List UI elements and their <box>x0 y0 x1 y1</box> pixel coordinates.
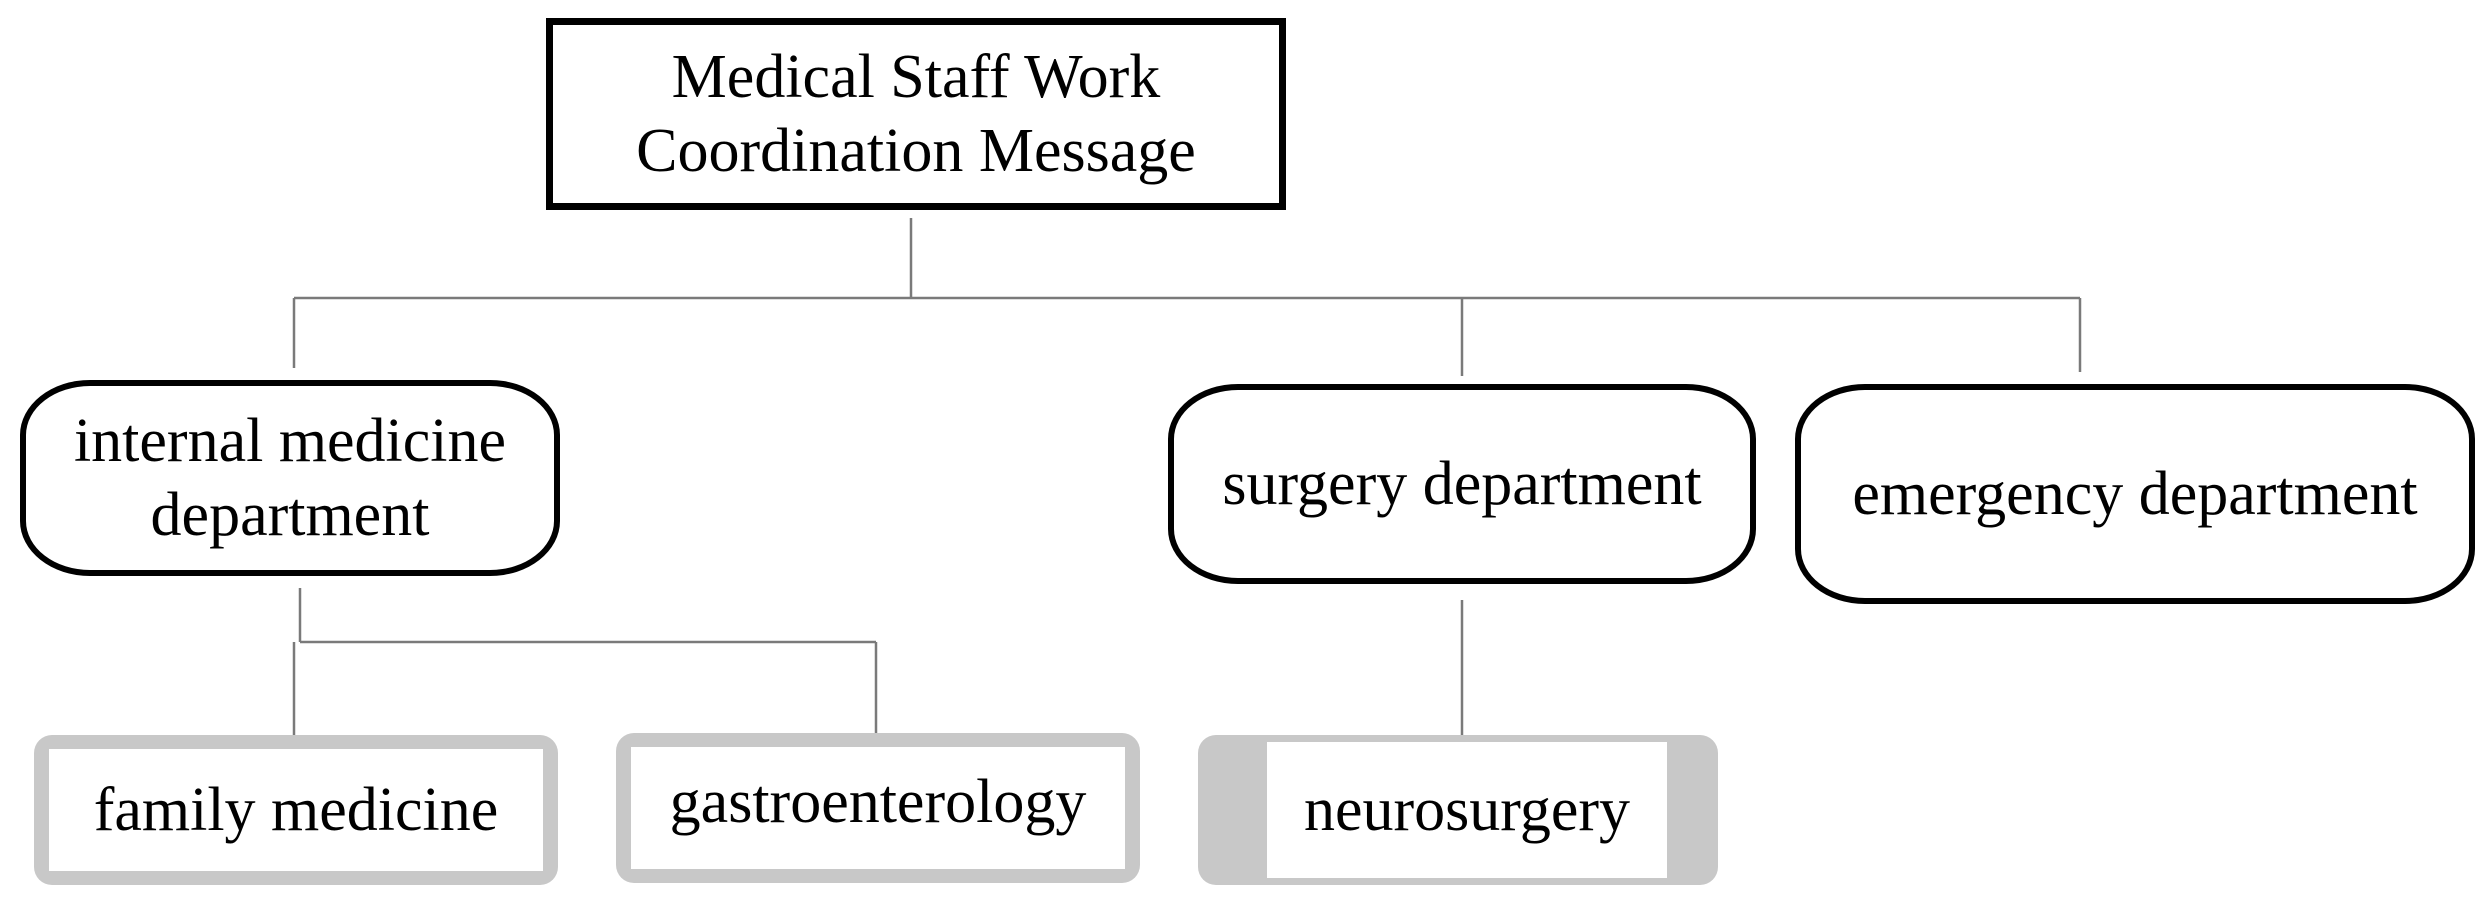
root-node-label: Medical Staff Work Coordination Message <box>636 40 1196 189</box>
subunit-node-neurosurgery: neurosurgery <box>1198 735 1718 885</box>
root-node-medical-staff-work-coordination-message: Medical Staff Work Coordination Message <box>546 18 1286 210</box>
emergency-department-label: emergency department <box>1852 459 2418 528</box>
department-node-emergency: emergency department <box>1795 384 2475 604</box>
internal-label-line2: department <box>150 481 430 549</box>
neurosurgery-label: neurosurgery <box>1304 775 1630 844</box>
internal-label-line1: internal medicine <box>73 406 507 475</box>
family-medicine-label-box: family medicine <box>49 749 543 871</box>
root-label-line1: Medical Staff Work <box>671 42 1161 111</box>
gastroenterology-label-box: gastroenterology <box>631 747 1125 869</box>
neurosurgery-label-box: neurosurgery <box>1267 742 1667 878</box>
subunit-node-family-medicine: family medicine <box>34 735 558 885</box>
department-node-surgery: surgery department <box>1168 384 1756 584</box>
subunit-node-gastroenterology: gastroenterology <box>616 733 1140 883</box>
family-medicine-label: family medicine <box>93 775 499 844</box>
gastroenterology-label: gastroenterology <box>669 768 1087 836</box>
surgery-department-label: surgery department <box>1222 449 1702 518</box>
root-label-line2: Coordination Message <box>636 117 1196 185</box>
internal-medicine-label: internal medicine department <box>74 404 506 553</box>
department-node-internal-medicine: internal medicine department <box>20 380 560 576</box>
